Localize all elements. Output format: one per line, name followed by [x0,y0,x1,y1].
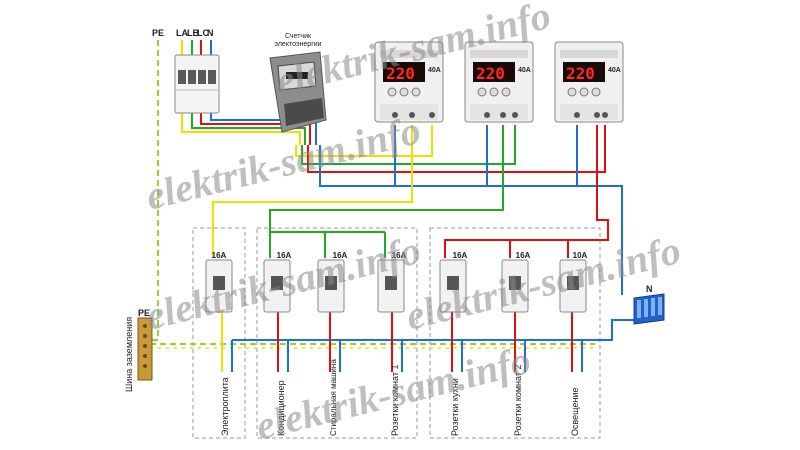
relay-2-rating: 40A [518,67,531,74]
label-pe: PE [152,28,164,38]
circuit-label-6: Розетки комнат 2 [513,365,523,436]
label-la: LA [176,28,188,38]
circuit-label-1: Электроплита [220,377,230,436]
breaker-6 [501,259,529,313]
wire-a-relay1 [295,125,433,157]
wire-phase-b-out [269,125,504,258]
group-box-2 [429,227,601,439]
label-n: N [207,28,214,38]
relay-3-display: 220 [566,64,595,83]
relay-1-display: 220 [386,64,415,83]
wire-lc-meter [200,110,311,145]
main-breaker [174,54,220,114]
voltage-relay-3 [554,41,624,123]
breaker-3 [317,259,345,313]
breaker-7 [559,259,587,313]
breaker-5 [439,259,467,313]
wire-lb-meter [191,110,306,145]
voltage-relay-2 [464,41,534,123]
breaker-7-rating: 10A [573,251,588,260]
meter-title-2: электоэнергии [274,41,321,48]
wire-n-meter [210,110,317,145]
relay-3-rating: 40A [608,67,621,74]
breaker-2 [263,259,291,313]
breaker-5-rating: 16A [453,251,468,260]
neutral-bus [633,293,665,325]
breaker-4 [377,259,405,313]
breaker-6-rating: 16A [516,251,531,260]
voltage-relay-1 [374,41,444,123]
ground-bus-label: Шина заземления [124,317,134,392]
circuit-label-3: Стиральная машина [329,359,338,436]
breaker-2-rating: 16A [277,251,292,260]
group-box-1 [256,227,418,439]
pe-wire [152,40,159,341]
relay-1-rating: 40A [428,67,441,74]
circuit-label-5: Розетки кухни [450,378,460,436]
ground-bus-pe-label: PE [138,308,150,318]
breaker-3-rating: 16A [333,251,348,260]
wire-neutral-loads [232,319,640,341]
breaker-1 [205,259,233,313]
wire-phase-c-out [444,125,609,258]
circuit-label-7: Освещение [570,388,580,437]
wire-neutral-main [319,145,623,295]
circuit-label-2: Кондиционер [276,380,286,436]
wire-c-relay3 [307,125,606,173]
ground-bus [137,317,153,381]
breaker-1-rating: 16A [212,251,227,260]
load-wires [221,310,583,372]
neutral-bus-label: N [646,284,653,294]
electricity-meter [269,51,327,133]
wire-la-meter [181,110,301,145]
circuit-label-4: Розетки комнат 1 [390,365,400,436]
breaker-4-rating: 16A [392,251,407,260]
meter-title-1: Счетчик [285,33,312,40]
group-box-stove [192,227,246,439]
relay-2-display: 220 [476,64,505,83]
label-lc: LC [197,28,209,38]
label-lb: LB [187,28,199,38]
wire-phase-a-out [212,125,413,258]
wire-b-relay2 [301,125,516,165]
